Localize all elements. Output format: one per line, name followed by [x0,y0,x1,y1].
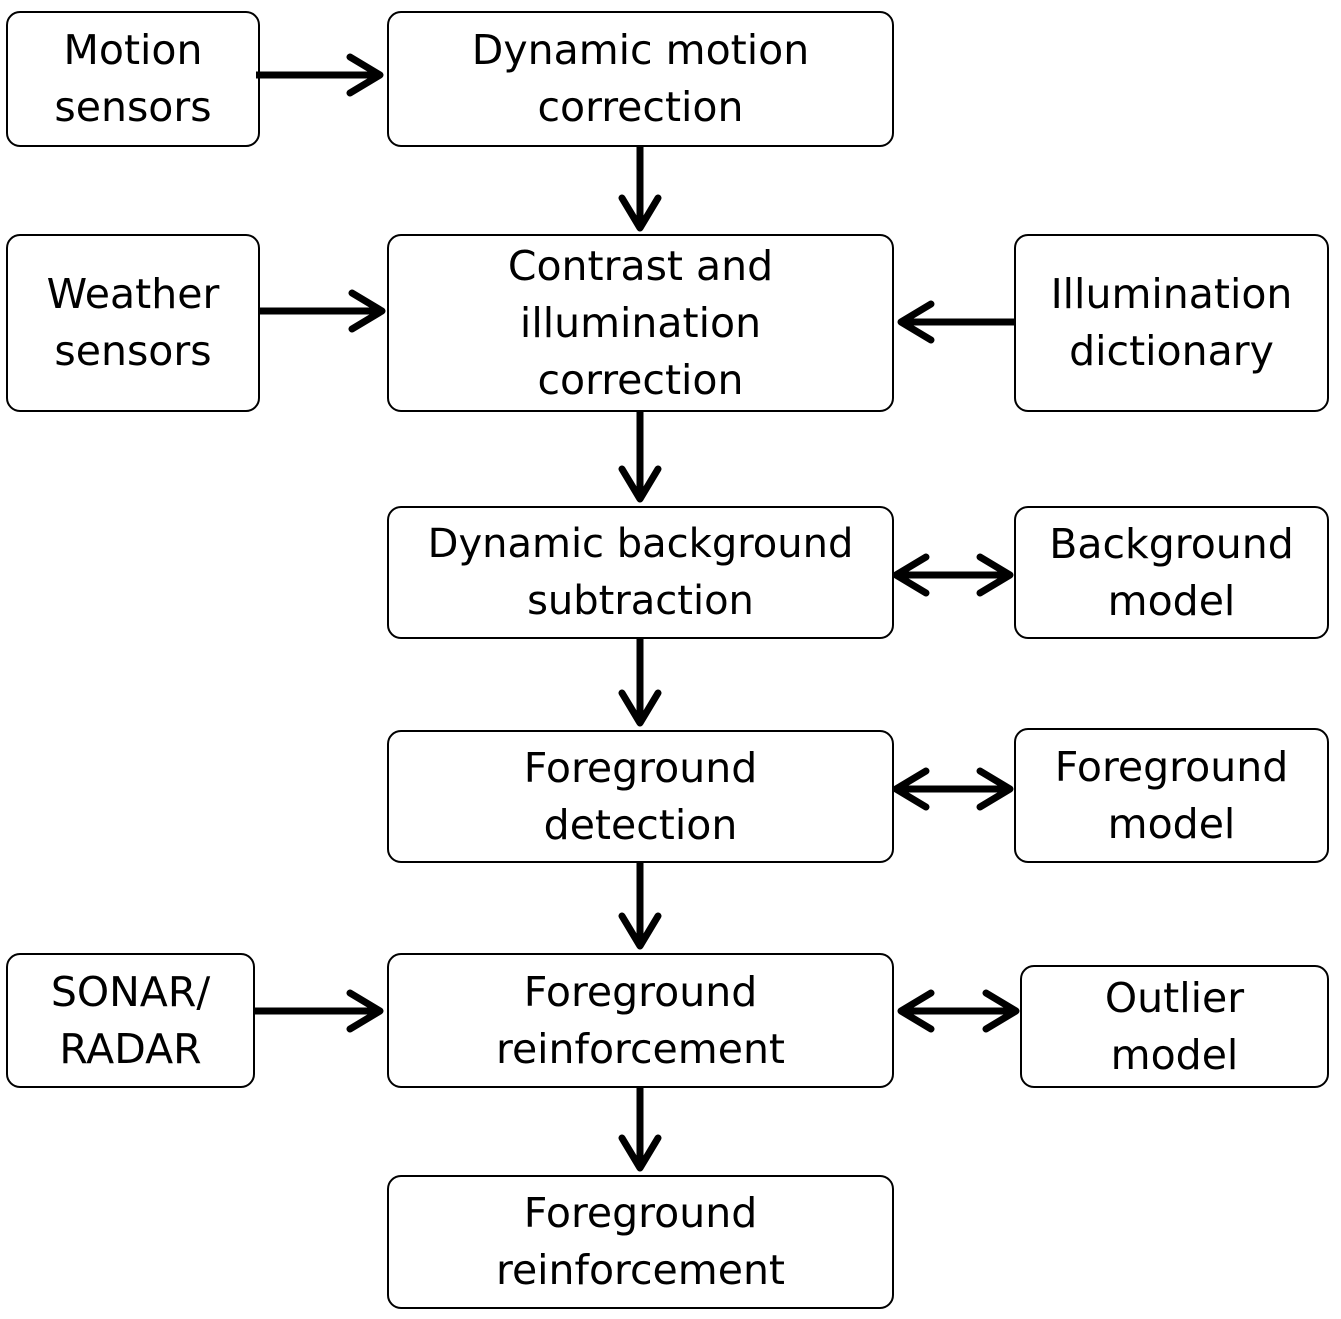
weather-sensors-label: Weather sensors [46,270,220,375]
illumination-dictionary-label: Illumination dictionary [1050,270,1293,375]
arrow-background-subtraction-background-model [892,553,1014,597]
motion-sensors-label: Motion sensors [54,26,212,131]
foreground-detection-node: Foreground detection [387,730,894,863]
arrow-weather-to-contrast [260,289,386,333]
weather-sensors-node: Weather sensors [6,234,260,412]
dynamic-motion-correction-node: Dynamic motion correction [387,11,894,147]
contrast-illumination-correction-node: Contrast and illumination correction [387,234,894,412]
arrow-reinforcement-outlier-model [897,989,1020,1033]
contrast-illumination-correction-label: Contrast and illumination correction [507,241,774,404]
motion-sensors-node: Motion sensors [6,11,260,147]
background-model-label: Background model [1049,519,1294,625]
dynamic-motion-correction-label: Dynamic motion correction [471,26,810,131]
arrow-reinforcement-to-output [618,1088,662,1172]
foreground-model-node: Foreground model [1014,728,1329,863]
arrow-foreground-detection-to-reinforcement [618,863,662,950]
dynamic-background-subtraction-node: Dynamic background subtraction [387,506,894,639]
background-model-node: Background model [1014,506,1329,639]
arrow-sonar-to-reinforcement [255,989,384,1033]
arrow-dynamic-motion-to-contrast [618,147,662,232]
foreground-reinforcement-output-label: Foreground reinforcement [495,1189,786,1294]
arrow-background-subtraction-to-foreground-detection [618,639,662,727]
arrow-contrast-to-background-subtraction [618,412,662,503]
dynamic-background-subtraction-label: Dynamic background subtraction [427,520,854,624]
sonar-radar-node: SONAR/ RADAR [6,953,255,1088]
outlier-model-label: Outlier model [1104,973,1245,1079]
outlier-model-node: Outlier model [1020,965,1329,1088]
illumination-dictionary-node: Illumination dictionary [1014,234,1329,412]
arrow-motion-to-dynamic-motion [256,53,384,97]
foreground-reinforcement-output-node: Foreground reinforcement [387,1175,894,1309]
foreground-reinforcement-label: Foreground reinforcement [495,967,786,1073]
foreground-reinforcement-node: Foreground reinforcement [387,953,894,1088]
arrow-dictionary-to-contrast [897,300,1014,344]
arrow-foreground-detection-foreground-model [892,767,1014,811]
foreground-model-label: Foreground model [1054,742,1289,848]
foreground-detection-label: Foreground detection [523,743,758,849]
sonar-radar-label: SONAR/ RADAR [50,967,211,1073]
